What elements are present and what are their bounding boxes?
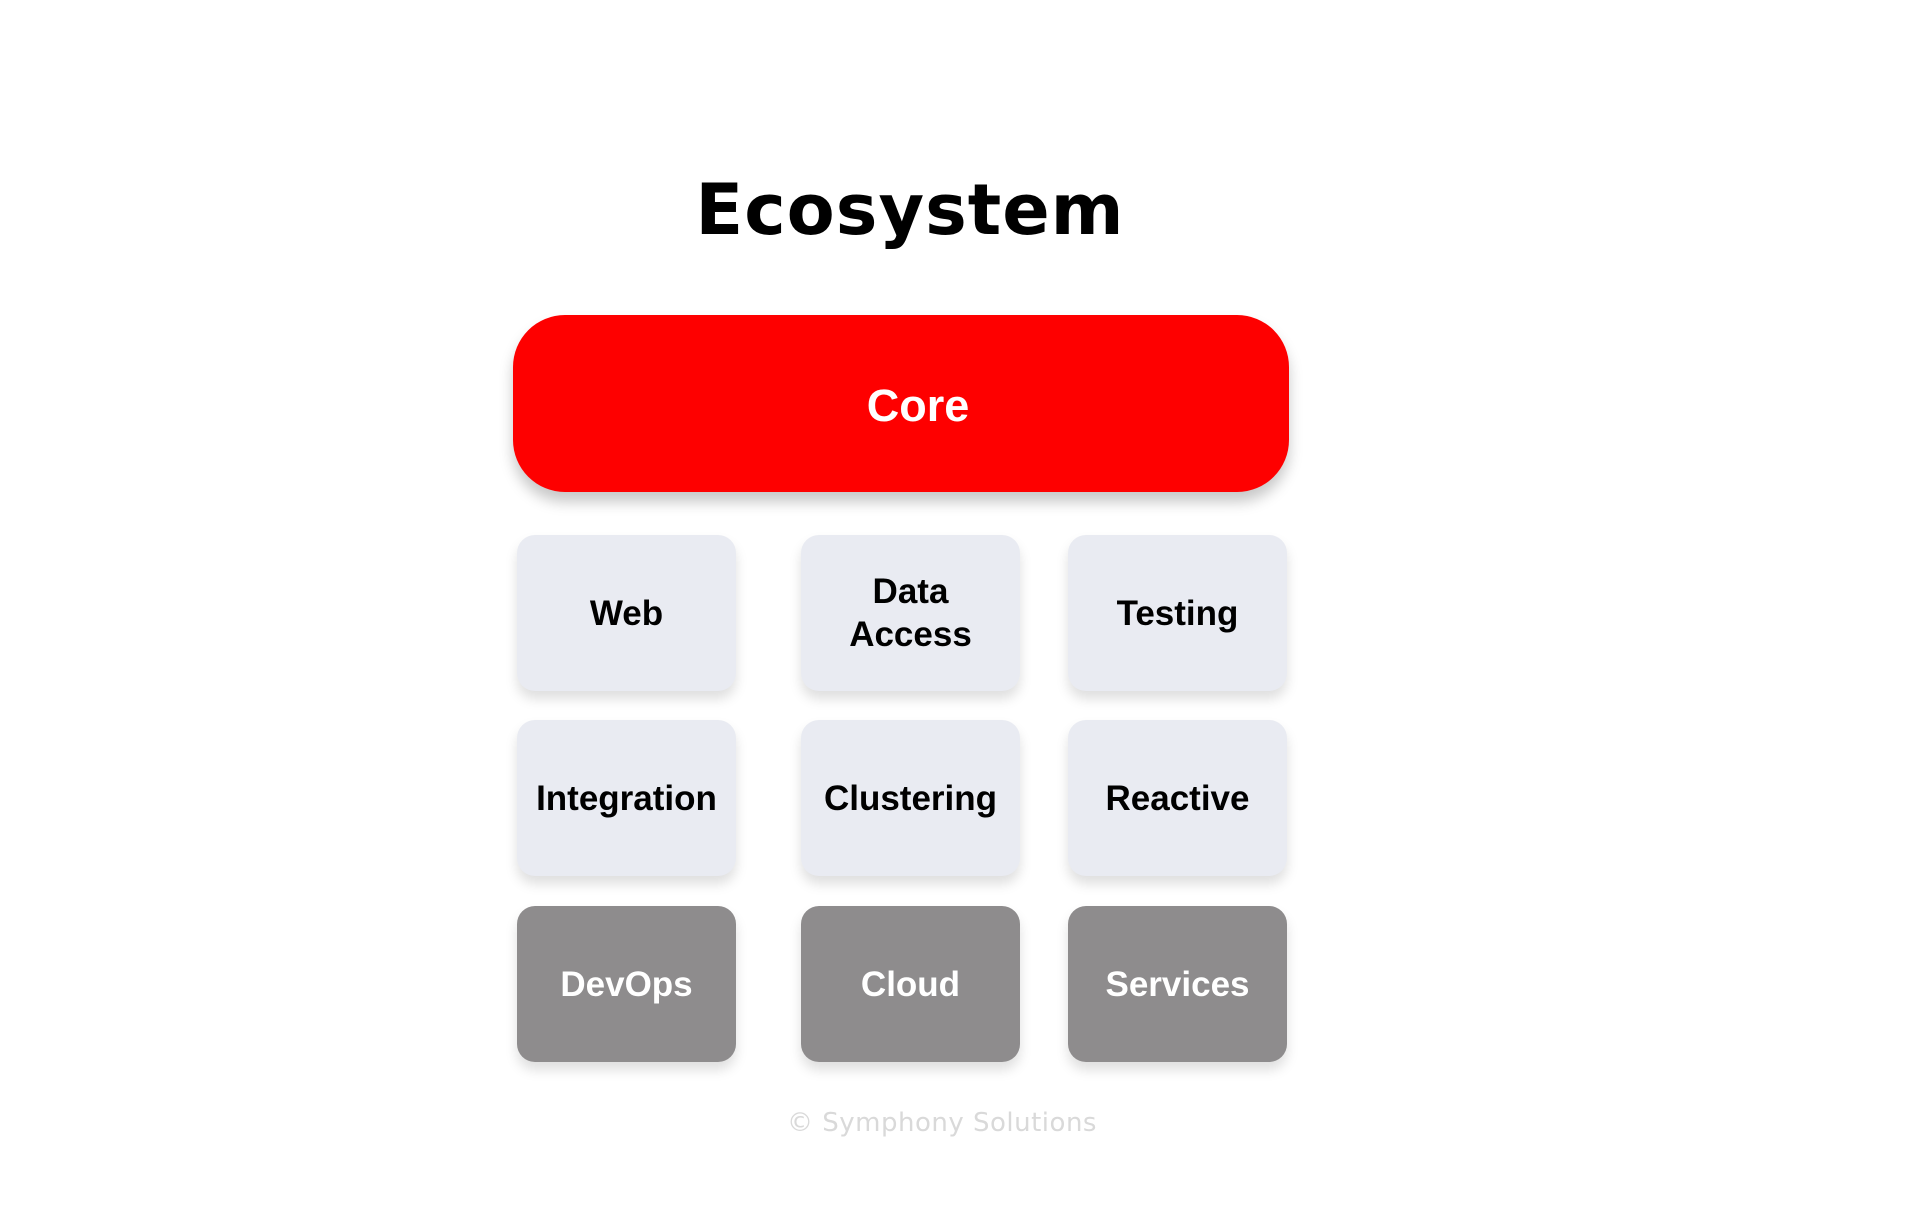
tile-web[interactable]: Web [517, 535, 736, 691]
copyright-footer: © Symphony Solutions [787, 1108, 1097, 1138]
tile-label: Data Access [849, 572, 972, 654]
tile-label: Integration [536, 778, 717, 818]
tile-integration[interactable]: Integration [517, 720, 736, 876]
tile-cloud[interactable]: Cloud [801, 906, 1020, 1062]
tile-label: Reactive [1105, 778, 1250, 818]
tile-label: Clustering [823, 778, 998, 818]
tile-services[interactable]: Services [1068, 906, 1287, 1062]
tile-reactive[interactable]: Reactive [1068, 720, 1287, 876]
tile-testing[interactable]: Testing [1068, 535, 1287, 691]
tile-data-access[interactable]: Data Access [801, 535, 1020, 691]
tile-label: Testing [1116, 593, 1239, 633]
core-block[interactable]: Core [513, 315, 1289, 492]
tile-label: Services [1105, 964, 1250, 1004]
tile-label: Web [589, 593, 664, 633]
tile-label: Cloud [860, 964, 961, 1004]
core-label: Core [866, 379, 970, 431]
tile-label: DevOps [560, 964, 693, 1004]
diagram-title: Ecosystem [695, 169, 1125, 251]
tile-clustering[interactable]: Clustering [801, 720, 1020, 876]
tile-devops[interactable]: DevOps [517, 906, 736, 1062]
